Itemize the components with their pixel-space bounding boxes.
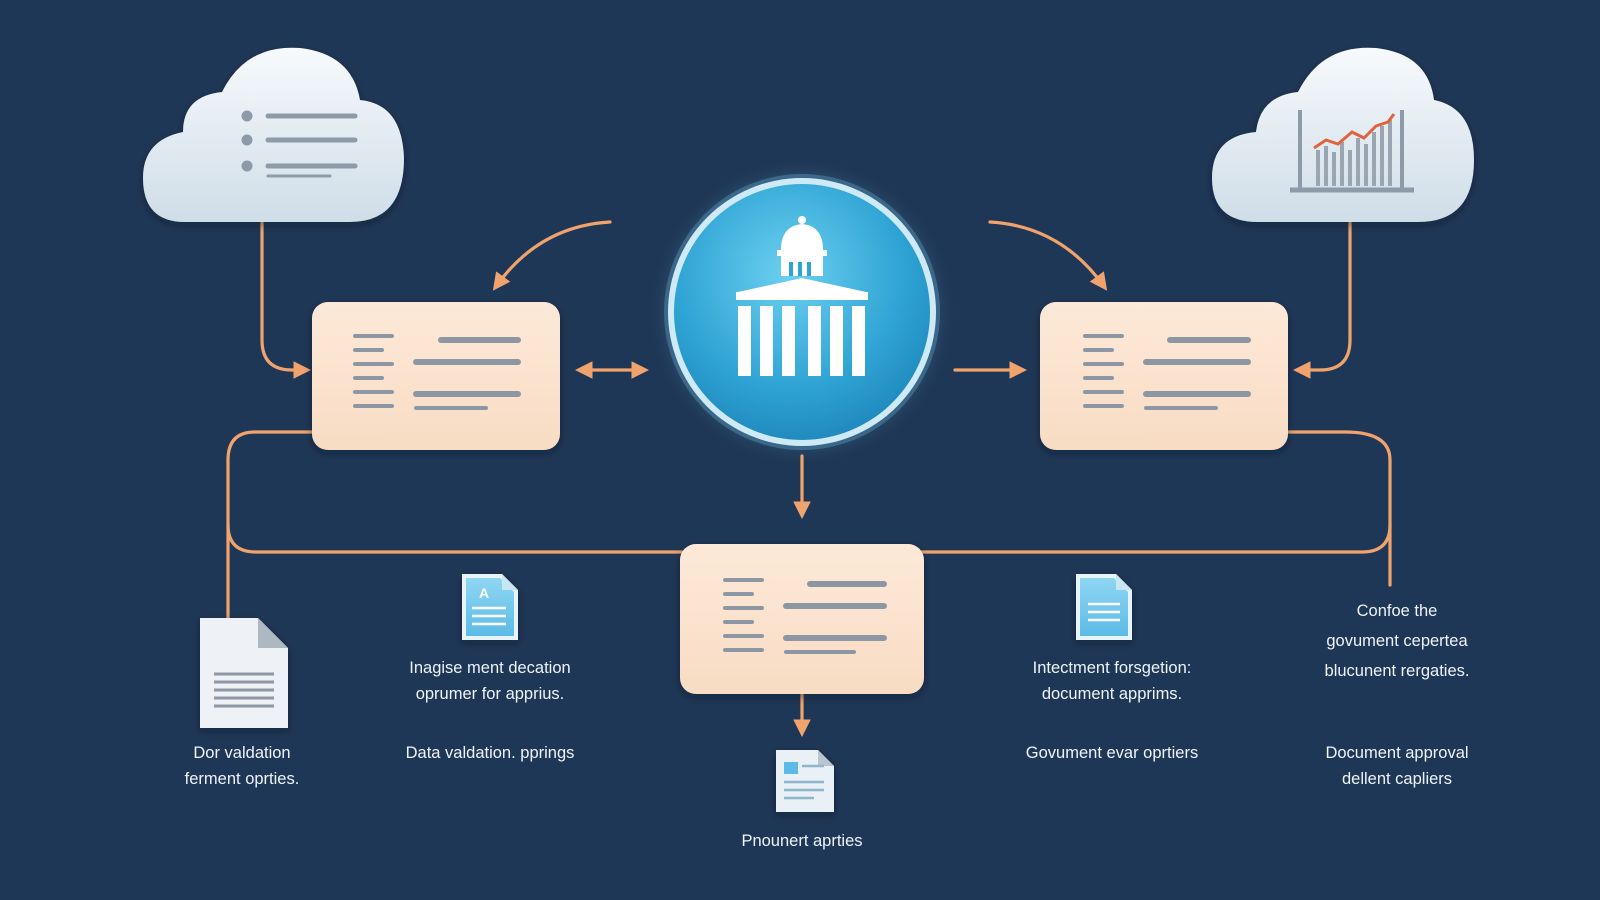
label-far-right-bottom: Document approval dellent capliers	[1325, 744, 1469, 788]
cloud-bar-chart-icon	[1212, 47, 1474, 222]
label-mid-left-top: Inagise ment decation oprumer for appriu…	[409, 659, 571, 703]
card-center	[680, 544, 924, 694]
document-icon-far-left	[200, 618, 288, 728]
card-left	[312, 302, 560, 450]
label-mid-left-bottom: Data valdation. pprings	[405, 744, 575, 762]
document-icon-bottom	[776, 750, 834, 812]
cloud-list-icon	[143, 47, 404, 222]
government-building-icon	[664, 174, 940, 450]
label-far-right-top: Confoe the govument cepertea blucunent r…	[1324, 602, 1470, 680]
connector-cloud-right-to-card-right	[1292, 220, 1352, 379]
trend-line	[1313, 113, 1396, 150]
label-mid-right-bottom: Govument evar oprtiers	[1025, 744, 1199, 762]
label-bottom-center: Pnounert aprties	[741, 832, 863, 850]
connector-curve-right	[988, 220, 1108, 291]
document-letter: A	[479, 585, 489, 601]
label-mid-right-top: Intectment forsgetion: document apprims.	[1032, 659, 1192, 703]
document-icon-mid-right	[1076, 574, 1132, 640]
connector-cloud-left-to-card-left	[260, 220, 312, 379]
connector-curve-left	[492, 220, 612, 291]
connector-loop-right	[920, 430, 1392, 554]
card-right	[1040, 302, 1288, 450]
connectors	[226, 220, 1392, 738]
label-far-left: Dor valdation ferment oprties.	[184, 744, 300, 788]
connector-loop-left	[226, 430, 684, 554]
document-icon-mid-left: A	[462, 574, 518, 640]
